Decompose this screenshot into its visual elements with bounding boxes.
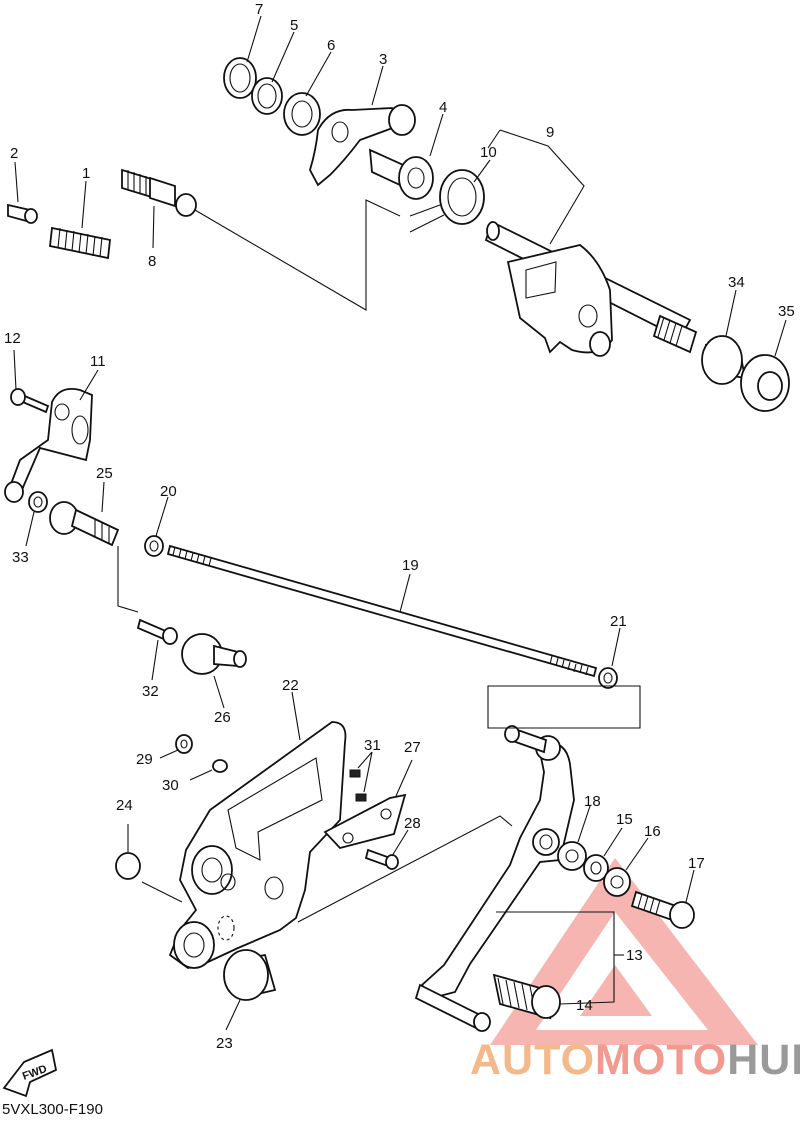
label-8: 8	[148, 253, 156, 270]
pin-2	[7, 203, 38, 224]
nut-20	[144, 535, 164, 557]
spring-1	[49, 226, 111, 260]
label-4: 4	[439, 99, 447, 116]
watermark-hub: HUB	[727, 1036, 800, 1084]
shift-shaft-9	[484, 220, 698, 357]
clips-31	[349, 769, 367, 802]
label-2: 2	[10, 145, 18, 162]
leader-lines	[13, 15, 787, 1031]
label-26: 26	[214, 709, 231, 726]
label-15: 15	[616, 811, 633, 828]
bushing-24	[115, 852, 141, 880]
bolt-17	[630, 890, 695, 929]
shift-arm-11	[4, 387, 93, 503]
circlip-7	[223, 57, 257, 99]
bolt-28	[364, 848, 399, 870]
label-25: 25	[96, 465, 113, 482]
bolt-12	[10, 388, 50, 414]
label-6: 6	[327, 37, 335, 54]
shift-arm-3	[309, 104, 416, 187]
label-27: 27	[404, 739, 421, 756]
label-7: 7	[255, 1, 263, 18]
label-5: 5	[290, 17, 298, 34]
label-35: 35	[778, 303, 795, 320]
nut-21	[598, 667, 618, 689]
nut-33	[28, 491, 48, 513]
label-34: 34	[728, 274, 745, 291]
collar-4	[368, 148, 434, 200]
circlip-5	[251, 77, 283, 115]
label-11: 11	[90, 353, 106, 370]
bolt-32	[136, 618, 178, 645]
label-29: 29	[136, 751, 153, 768]
damper-23	[223, 949, 277, 1001]
washer-15	[583, 854, 609, 882]
bolt-pedal-top	[504, 725, 548, 754]
watermark-auto: AUTO	[470, 1036, 596, 1084]
label-28: 28	[404, 815, 421, 832]
label-16: 16	[644, 823, 661, 840]
watermark-brand: AUTOMOTOHUB	[470, 1036, 800, 1085]
label-20: 20	[160, 483, 177, 500]
plate-27	[323, 793, 407, 850]
shift-rod-19	[166, 544, 598, 678]
label-14: 14	[576, 997, 593, 1014]
spring-10	[409, 169, 485, 233]
label-12: 12	[4, 330, 21, 347]
label-13: 13	[626, 947, 643, 964]
watermark-moto: MOTO	[595, 1036, 728, 1084]
drawing-code: 5VXL300-F190	[2, 1101, 103, 1118]
rod-end-25	[49, 501, 120, 547]
part-labels: 7 5 6 3 4 9 10 2 1 8 34 35 12 11 25 20 3…	[4, 1, 795, 1052]
bearing-34	[701, 335, 747, 385]
oil-seal-35	[740, 354, 790, 412]
bracket-22	[168, 721, 347, 969]
label-22: 22	[282, 677, 299, 694]
label-18: 18	[584, 793, 601, 810]
nut-29	[175, 734, 193, 754]
label-24: 24	[116, 797, 133, 814]
washer-30	[212, 759, 228, 773]
washer-6	[283, 92, 321, 136]
washer-16	[603, 867, 631, 897]
label-21: 21	[610, 613, 627, 630]
label-23: 23	[216, 1035, 233, 1052]
label-32: 32	[142, 683, 159, 700]
label-17: 17	[688, 855, 705, 872]
label-10: 10	[480, 144, 497, 161]
label-31: 31	[364, 737, 381, 754]
label-3: 3	[379, 51, 387, 68]
bolt-8	[121, 168, 197, 217]
washer-18	[557, 841, 587, 871]
pedal-rubber-14	[492, 973, 561, 1020]
label-30: 30	[162, 777, 179, 794]
label-19: 19	[402, 557, 419, 574]
rod-end-26	[181, 633, 247, 675]
fwd-arrow-icon: FWD	[2, 1048, 58, 1098]
label-33: 33	[12, 549, 29, 566]
label-9: 9	[546, 124, 554, 141]
label-1: 1	[82, 165, 90, 182]
